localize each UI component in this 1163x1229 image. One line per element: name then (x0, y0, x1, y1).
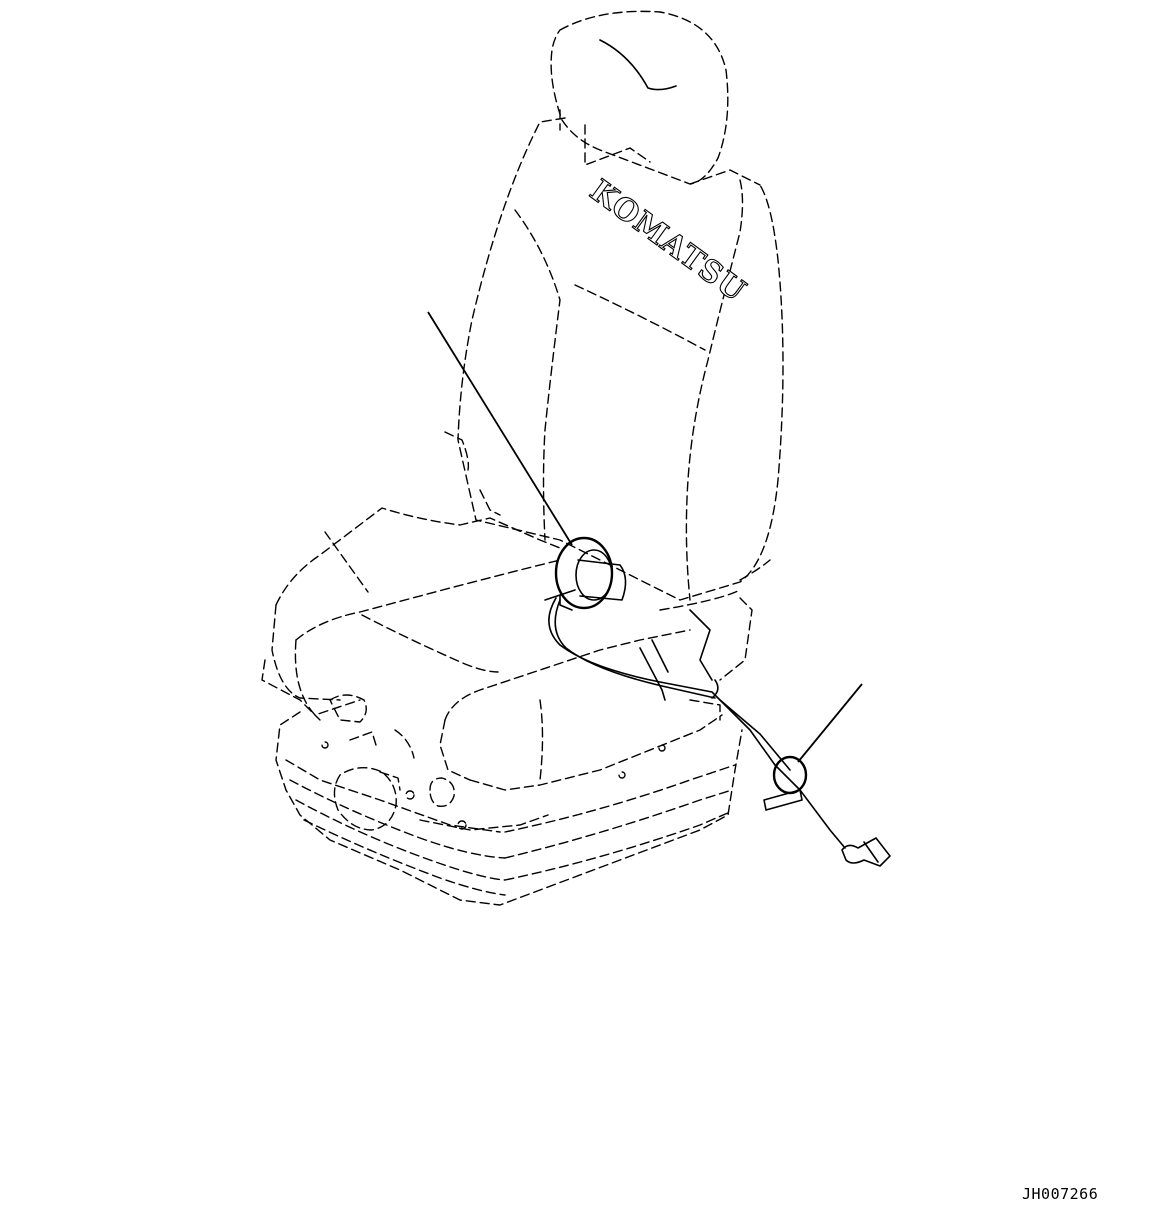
leader-lines (427, 311, 863, 763)
adjustment-knobs (321, 431, 666, 831)
brand-lettering: KOMATSU (583, 173, 753, 310)
harness-clamp-upper (544, 536, 627, 611)
svg-text:KOMATSU: KOMATSU (583, 173, 752, 309)
harness-clamp-lower (763, 755, 808, 811)
backrest (457, 117, 784, 601)
wire-harness (548, 597, 846, 849)
seat-suspension-base (261, 659, 743, 906)
headrest (550, 10, 761, 186)
harness-connector (841, 837, 891, 867)
drawing-code-label: JH007266 (1022, 1185, 1099, 1203)
seat-cushion (271, 507, 753, 781)
